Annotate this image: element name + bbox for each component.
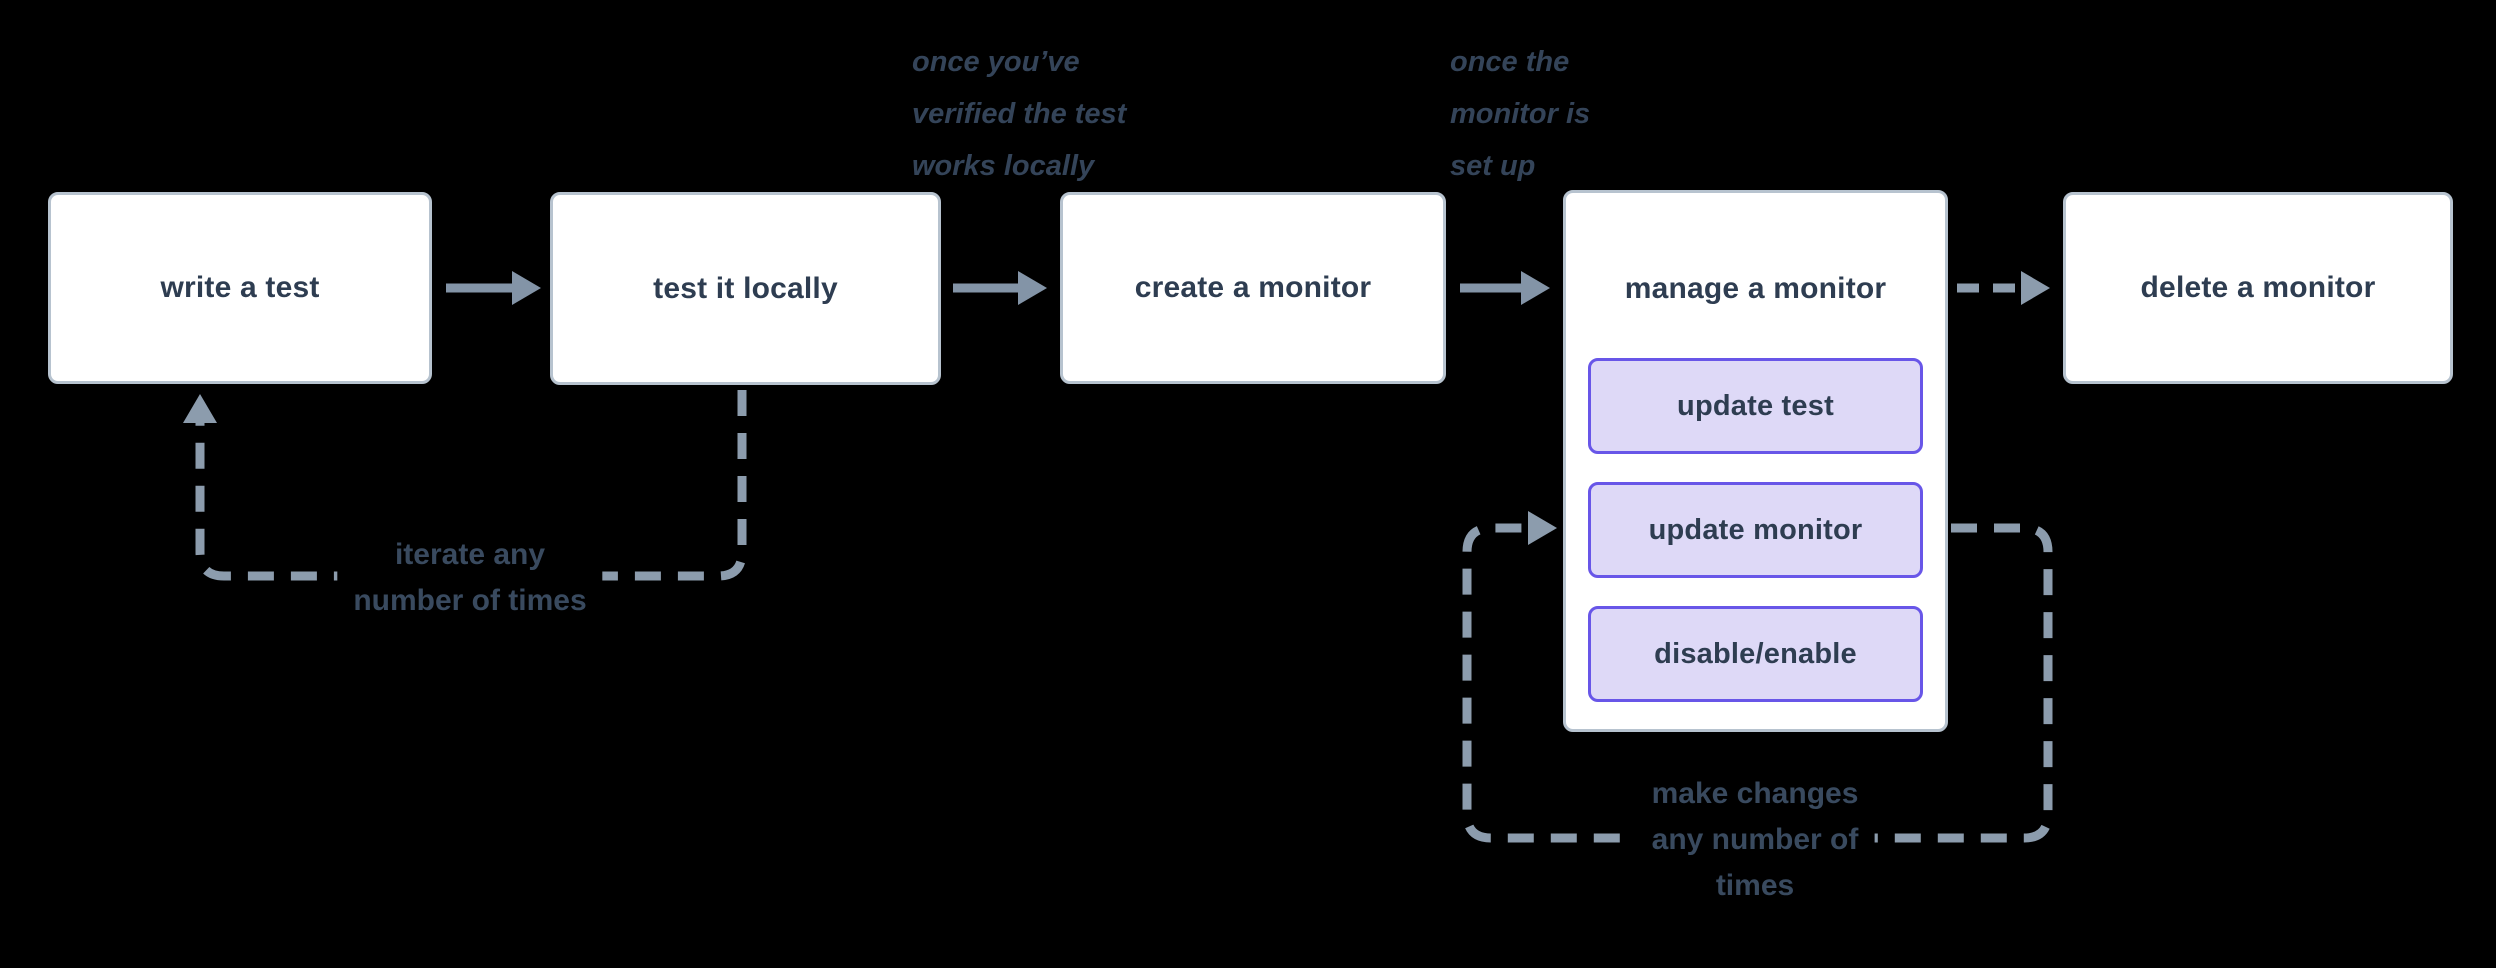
annotation-line: works locally <box>912 150 1095 182</box>
loop-label-line: any number of <box>1651 823 1859 856</box>
node-test-it-locally: test it locally <box>550 192 941 385</box>
arrow-create-to-manage <box>1460 271 1550 305</box>
annotation-verified-locally: once you’ve verified the test works loca… <box>912 36 1126 192</box>
subnode-label: update monitor <box>1648 513 1863 546</box>
loop-label-line: times <box>1715 869 1795 902</box>
arrow-manage-to-delete <box>1957 271 2050 305</box>
annotation-line: once you’ve <box>912 46 1080 78</box>
arrow-write-to-test <box>446 271 541 305</box>
node-write-a-test: write a test <box>48 192 432 384</box>
loop-label-line: iterate any <box>394 538 546 571</box>
subnode-label: update test <box>1677 389 1834 422</box>
node-label: delete a monitor <box>2140 271 2376 304</box>
annotation-line: verified the test <box>912 98 1127 130</box>
node-label: manage a monitor <box>1624 272 1887 305</box>
node-label: test it locally <box>653 271 838 305</box>
arrow-test-to-create <box>953 271 1047 305</box>
node-label: create a monitor <box>1134 271 1372 304</box>
node-label: write a test <box>160 271 320 304</box>
subnode-update-monitor: update monitor <box>1588 482 1923 578</box>
annotation-line: once the <box>1450 46 1570 78</box>
loop-label-line: make changes <box>1651 777 1859 810</box>
annotation-monitor-set-up: once the monitor is set up <box>1450 36 1590 192</box>
loop-label-line: number of times <box>353 584 587 617</box>
loop-label-make-changes: make changes any number of times <box>1635 769 1875 911</box>
node-manage-a-monitor: manage a monitor update test update moni… <box>1563 190 1948 732</box>
subnode-disable-enable: disable/enable <box>1588 606 1923 702</box>
loop-make-changes-path <box>1462 511 2053 843</box>
annotation-line: set up <box>1450 150 1536 182</box>
node-create-a-monitor: create a monitor <box>1060 192 1446 384</box>
subnode-update-test: update test <box>1588 358 1923 454</box>
node-delete-a-monitor: delete a monitor <box>2063 192 2453 384</box>
annotation-line: monitor is <box>1450 98 1591 130</box>
subnode-label: disable/enable <box>1654 637 1857 670</box>
loop-label-iterate: iterate any number of times <box>337 530 603 626</box>
